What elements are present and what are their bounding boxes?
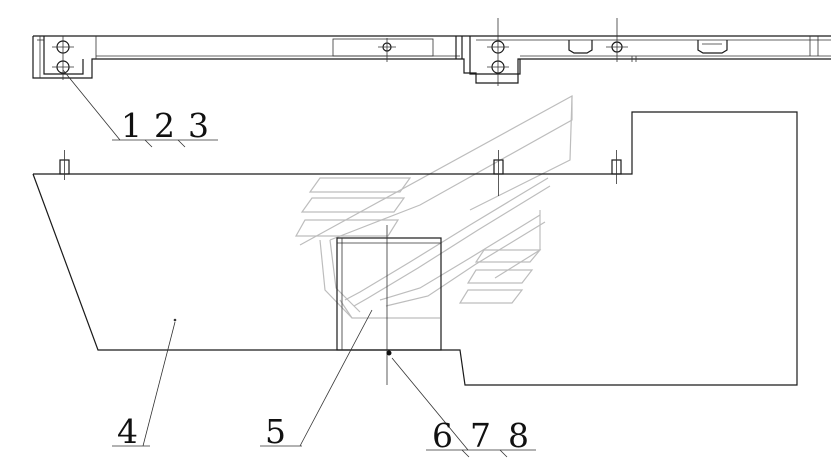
callout-3: 3 [188,106,209,145]
callout-6: 6 [432,416,453,455]
callout-5: 5 [265,412,286,451]
top-rail-drawing [32,18,831,86]
callout-7: 7 [470,416,491,455]
callout-8: 8 [508,416,529,455]
lower-plan-drawing [32,111,798,386]
callout-4: 4 [117,412,138,451]
leader-lines [62,69,536,458]
callout-1: 1 [121,106,142,145]
watermark-logo [294,94,573,319]
callout-2: 2 [154,106,175,145]
